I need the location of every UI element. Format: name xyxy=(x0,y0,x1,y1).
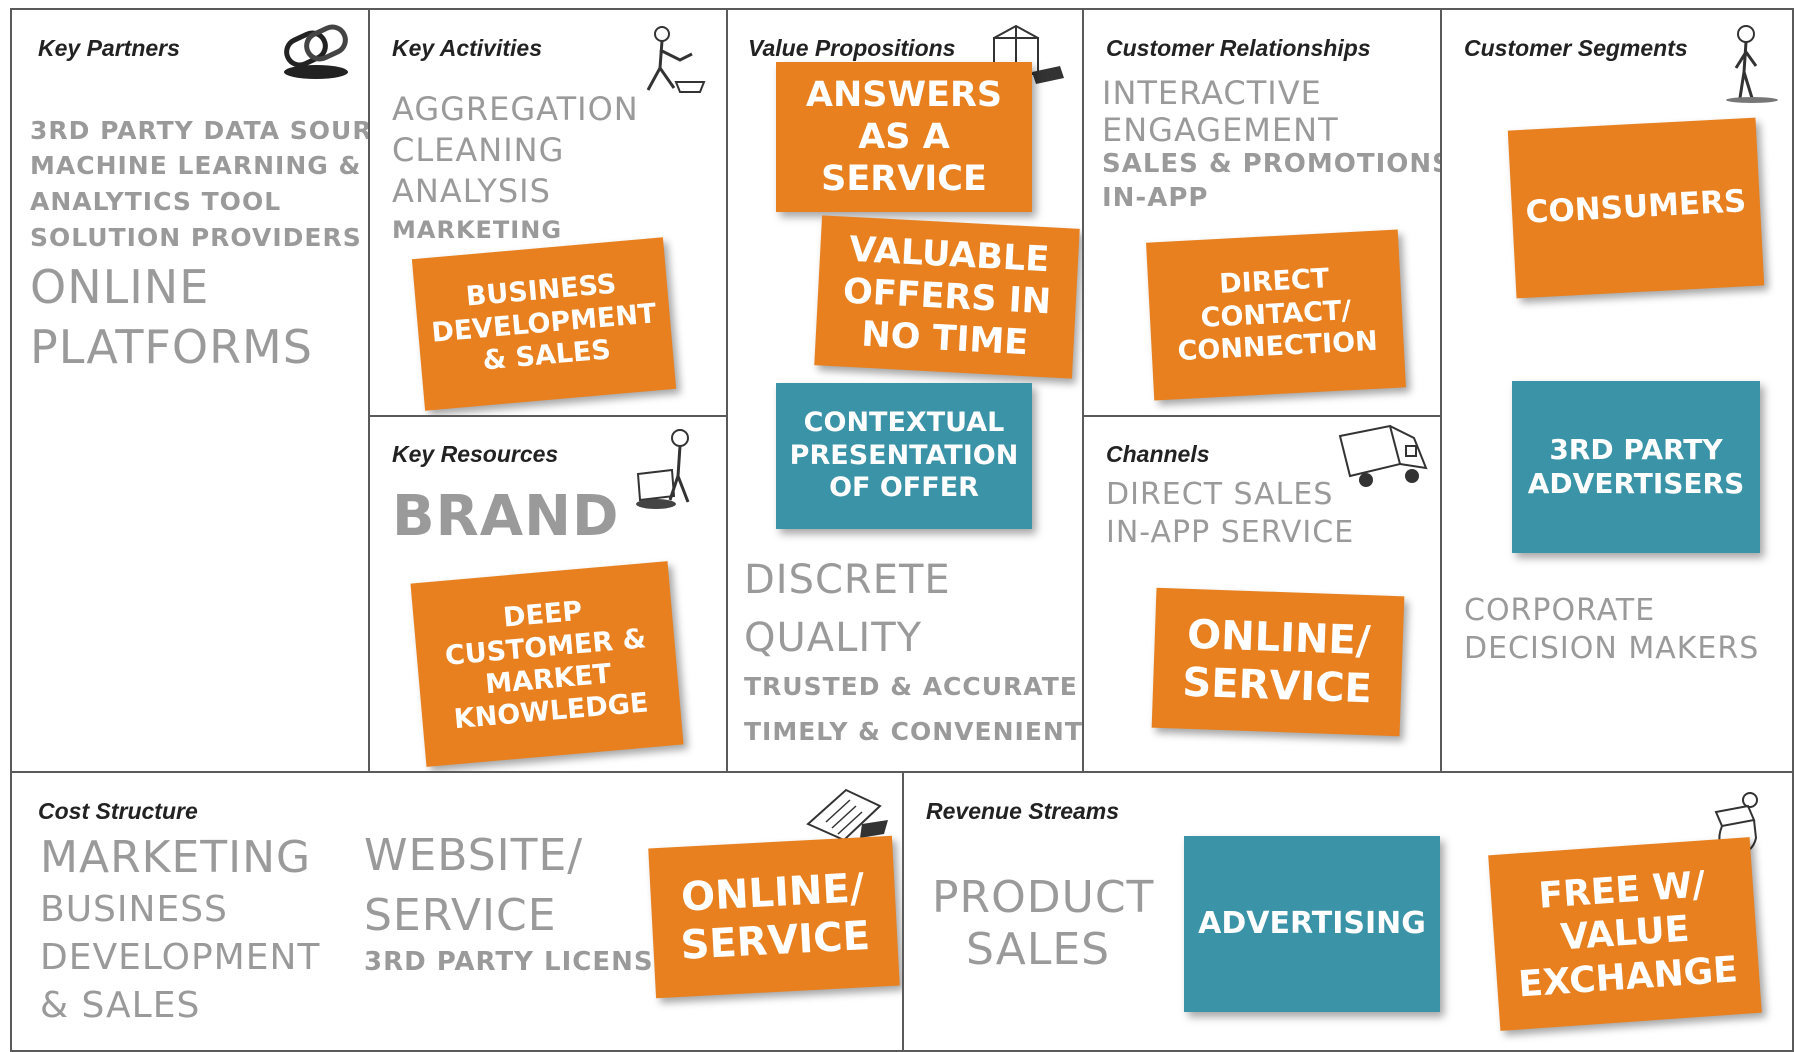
cost-structure-col1-line-2: DEVELOPMENT xyxy=(40,937,321,978)
person-with-cart-icon xyxy=(632,426,708,514)
consumers-note: CONSUMERS xyxy=(1507,117,1765,299)
channels-header: Channels xyxy=(1106,441,1210,467)
standing-person-icon xyxy=(1722,24,1786,104)
customer-relationships-line-1: INTERACTIVE xyxy=(1102,74,1322,112)
revenue-streams-line-2: SALES xyxy=(966,924,1111,975)
key-activities-line-2: CLEANING xyxy=(392,131,565,169)
price-tag-icon xyxy=(800,784,892,844)
key-activities-line-3: ANALYSIS xyxy=(392,172,551,210)
chain-link-icon xyxy=(272,22,356,82)
cost-structure-col2-big-1: WEBSITE/ xyxy=(364,830,584,881)
key-partners-big-2: PLATFORMS xyxy=(30,320,313,374)
key-partners-big-1: ONLINE xyxy=(30,260,210,314)
value-propositions-small-1: TRUSTED & ACCURATE xyxy=(744,672,1078,701)
customer-relationships-small-2: IN-APP xyxy=(1102,183,1209,213)
key-activities-header: Key Activities xyxy=(392,35,542,61)
key-resources-header: Key Resources xyxy=(392,441,559,467)
key-activities-line-1: AGGREGATION xyxy=(392,90,639,128)
key-activities-small: MARKETING xyxy=(392,216,563,244)
cost-structure-col1-big: MARKETING xyxy=(40,832,312,883)
third-party-advertisers-note: 3RD PARTY ADVERTISERS xyxy=(1512,381,1760,553)
customer-segments-line-1: CORPORATE xyxy=(1464,593,1656,628)
channels-online-service-note: ONLINE/ SERVICE xyxy=(1151,587,1405,737)
cost-structure-col1-line-1: BUSINESS xyxy=(40,889,228,930)
direct-contact-note: DIRECT CONTACT/ CONNECTION xyxy=(1146,229,1406,401)
cost-structure-col2-big-2: SERVICE xyxy=(364,890,557,941)
key-partners-line-4: SOLUTION PROVIDERS xyxy=(30,223,362,252)
answers-as-a-service-note: ANSWERS AS A SERVICE xyxy=(776,62,1032,212)
customer-relationships-line-2: ENGAGEMENT xyxy=(1102,111,1339,149)
cost-structure-col1-line-3: & SALES xyxy=(40,985,201,1026)
key-resources-big: BRAND xyxy=(392,484,620,549)
advertising-note: ADVERTISING xyxy=(1184,836,1440,1012)
value-propositions-header: Value Propositions xyxy=(748,35,956,61)
channels-line-1: DIRECT SALES xyxy=(1106,477,1334,512)
free-with-value-exchange-note: FREE W/ VALUE EXCHANGE xyxy=(1488,837,1762,1031)
revenue-streams-line-1: PRODUCT xyxy=(932,872,1155,923)
key-partners-block xyxy=(10,8,370,773)
customer-segments-header: Customer Segments xyxy=(1464,35,1688,61)
market-knowledge-note: DEEP CUSTOMER & MARKET KNOWLEDGE xyxy=(410,561,684,767)
valuable-offers-note: VALUABLE OFFERS IN NO TIME xyxy=(814,215,1080,379)
channels-line-2: IN-APP SERVICE xyxy=(1106,515,1355,550)
customer-relationships-header: Customer Relationships xyxy=(1106,35,1371,61)
key-partners-line-3: ANALYTICS TOOL xyxy=(30,187,282,216)
key-partners-line-1: 3RD PARTY DATA SOURCES xyxy=(30,116,430,145)
cost-online-service-note: ONLINE/ SERVICE xyxy=(648,835,900,999)
business-development-note: BUSINESS DEVELOPMENT & SALES xyxy=(411,237,677,411)
contextual-presentation-note: CONTEXTUAL PRESENTATION OF OFFER xyxy=(776,383,1032,529)
customer-relationships-small-1: SALES & PROMOTIONS xyxy=(1102,149,1452,179)
key-partners-header: Key Partners xyxy=(38,35,180,61)
truck-icon xyxy=(1336,424,1432,496)
value-propositions-small-2: TIMELY & CONVENIENT xyxy=(744,717,1083,746)
value-propositions-big-1: DISCRETE xyxy=(744,557,951,603)
value-propositions-big-2: QUALITY xyxy=(744,615,923,661)
cost-structure-col2-small: 3RD PARTY LICENSES xyxy=(364,947,693,977)
revenue-streams-header: Revenue Streams xyxy=(926,798,1120,824)
customer-segments-line-2: DECISION MAKERS xyxy=(1464,631,1760,666)
key-partners-line-2: MACHINE LEARNING & xyxy=(30,151,362,180)
cost-structure-header: Cost Structure xyxy=(38,798,198,824)
worker-icon xyxy=(640,24,708,96)
